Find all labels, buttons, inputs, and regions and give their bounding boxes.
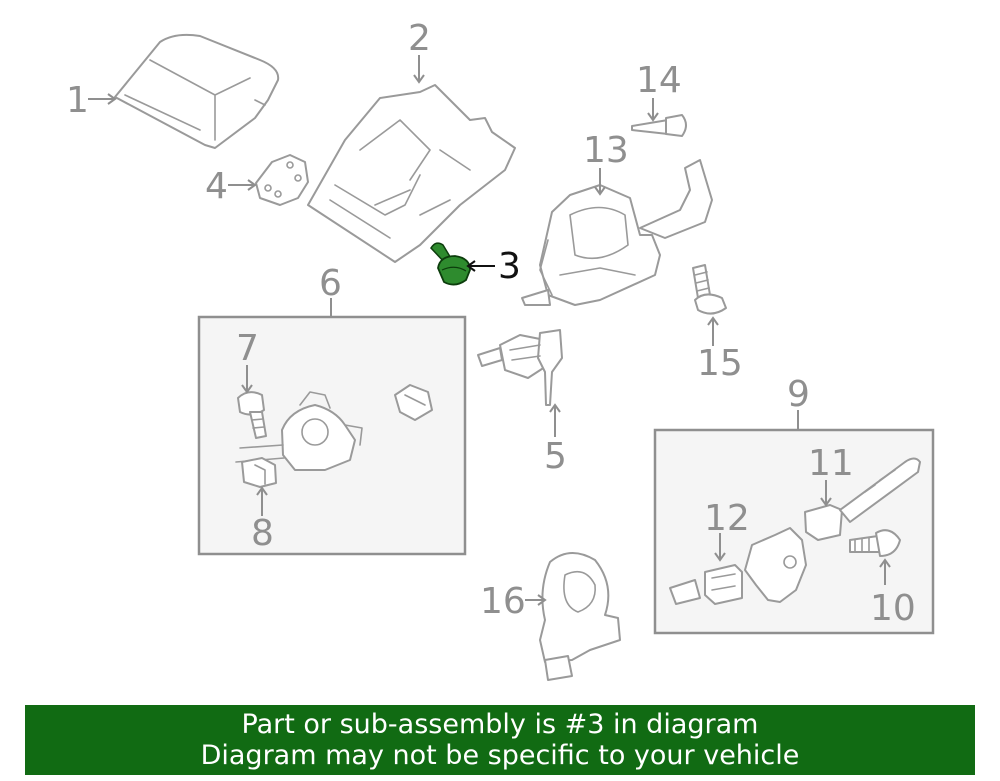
callout-11: 11 (808, 443, 854, 484)
part-7-bolt[interactable] (237, 391, 267, 439)
part-2-lower-cover[interactable] (307, 84, 516, 263)
callout-13: 13 (583, 130, 629, 171)
part-10-screw[interactable] (849, 529, 901, 557)
info-banner: Part or sub-assembly is #3 in diagram Di… (25, 705, 975, 775)
part-15-bolt[interactable] (692, 264, 727, 315)
part-5-ignition-cylinder-key[interactable] (477, 329, 563, 406)
part-9-combination-switch-assembly[interactable] (669, 527, 807, 605)
banner-line-2: Diagram may not be specific to your vehi… (200, 740, 800, 771)
callout-7: 7 (236, 328, 259, 369)
leader-lines (88, 55, 891, 606)
callout-9: 9 (787, 374, 810, 415)
callout-5: 5 (544, 436, 567, 477)
part-4-bracket[interactable] (255, 154, 309, 206)
part-14-screw[interactable] (631, 114, 687, 137)
callout-15: 15 (697, 343, 743, 384)
banner-line-1: Part or sub-assembly is #3 in diagram (241, 709, 759, 740)
callout-12: 12 (704, 498, 750, 539)
part-12-switch[interactable] (704, 564, 743, 605)
callout-16: 16 (480, 581, 526, 622)
callout-8: 8 (251, 513, 274, 554)
callout-1: 1 (66, 80, 89, 121)
callout-2: 2 (408, 18, 431, 59)
parts-diagram: 1 2 3 4 5 6 7 8 9 10 11 12 13 14 15 16 (66, 18, 935, 681)
part-6-ignition-switch-assembly[interactable] (235, 384, 433, 471)
part-13-column-assembly[interactable] (521, 159, 713, 306)
part-8-switch[interactable] (241, 457, 277, 488)
part-11-switch[interactable] (804, 457, 921, 541)
callout-14: 14 (636, 60, 682, 101)
part-1-upper-cover[interactable] (114, 33, 280, 149)
part-3-bolt-highlighted[interactable] (430, 242, 471, 286)
part-16-clock-spring[interactable] (539, 552, 621, 681)
callout-3: 3 (498, 246, 521, 287)
callout-6: 6 (319, 263, 342, 304)
callout-10: 10 (870, 588, 916, 629)
callout-4: 4 (205, 166, 228, 207)
